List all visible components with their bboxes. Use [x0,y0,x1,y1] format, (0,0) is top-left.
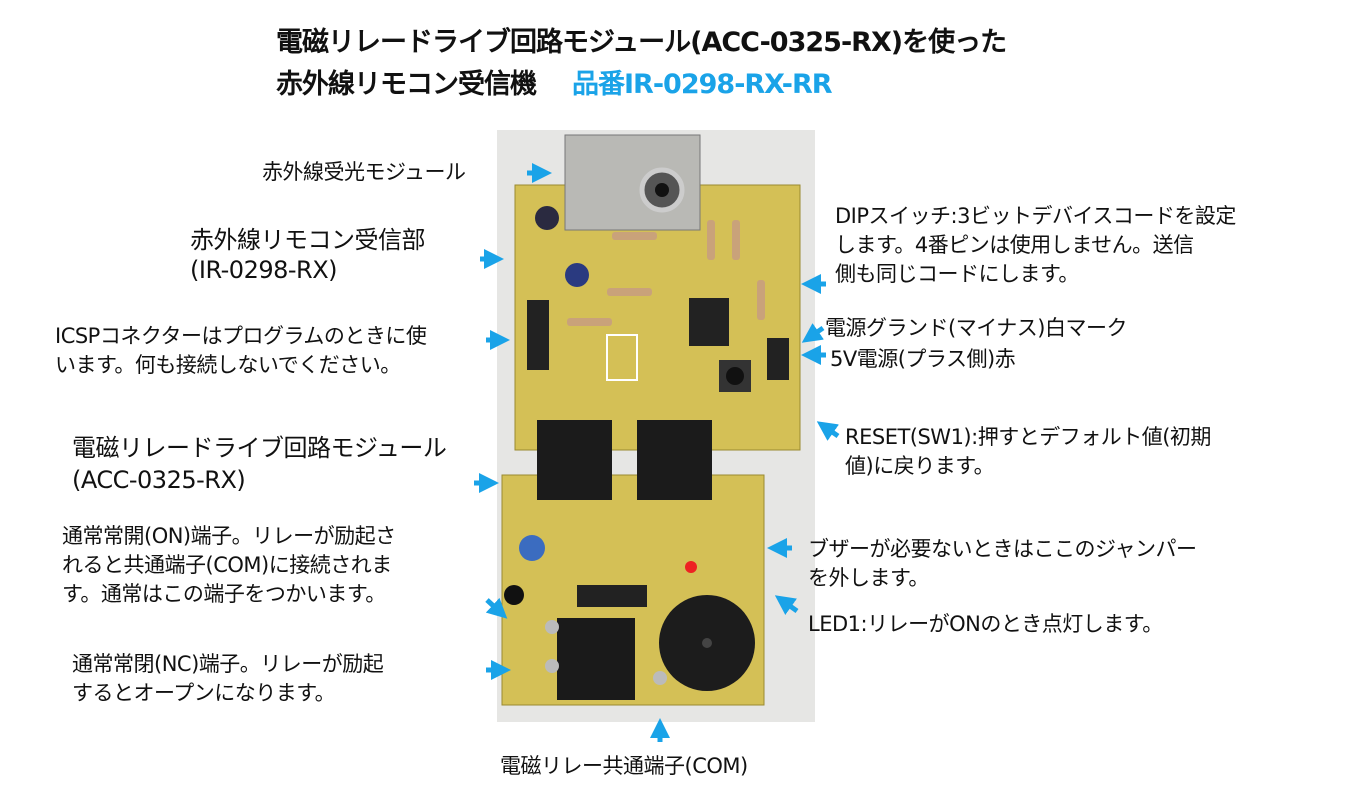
label-nc-line1: 通常常閉(NC)端子。リレーが励起 [72,652,384,676]
label-buzzer-line1: ブザーが必要ないときはここのジャンパー [808,537,1197,561]
label-relay-module-line2: (ACC-0325-RX) [72,466,246,494]
label-ir-receiver: 赤外線リモコン受信部(IR-0298-RX) [190,225,426,285]
label-relay-module: 電磁リレードライブ回路モジュール (ACC-0325-RX) [72,432,447,496]
label-nc-line2: するとオープンになります。 [72,681,336,705]
arrow-no-icon [485,597,508,619]
page-title-line1: 電磁リレードライブ回路モジュール(ACC-0325-RX)を使った [276,27,1007,58]
label-nc-terminal: 通常常閉(NC)端子。リレーが励起するとオープンになります。 [72,650,384,708]
label-no-line3: す。通常はこの端子をつかいます。 [62,582,386,606]
label-dip-line3: 側も同じコードにします。 [835,262,1079,286]
pcb-photo [497,130,815,722]
label-buzzer: ブザーが必要ないときはここのジャンパーを外します。 [808,535,1197,593]
page-title-line2: 赤外線リモコン受信機 品番IR-0298-RX-RR [276,68,833,102]
label-icsp-line1: ICSPコネクターはプログラムのときに使 [55,324,427,348]
label-icsp-line2: います。何も接続しないでください。 [55,353,401,377]
arrow-gnd-icon [801,323,825,343]
label-dip-line1: DIPスイッチ:3ビットデバイスコードを設定 [835,204,1236,228]
label-led: LED1:リレーがONのとき点灯します。 [808,612,1163,636]
label-com: 電磁リレー共通端子(COM) [500,754,748,778]
label-dip-line2: します。4番ピンは使用しません。送信 [835,233,1194,257]
label-no-terminal: 通常常開(ON)端子。リレーが励起されると共通端子(COM)に接続されます。通常… [62,522,396,609]
label-5v: 5V電源(プラス側)赤 [830,347,1016,371]
label-ir-receiver-line1: 赤外線リモコン受信部 [190,226,426,254]
label-reset-line1: RESET(SW1):押すとデフォルト値(初期 [845,425,1211,449]
arrow-reset-icon [816,421,840,441]
label-gnd: 電源グランド(マイナス)白マーク [825,316,1127,340]
label-no-line2: れると共通端子(COM)に接続されま [62,553,392,577]
label-dip-switch: DIPスイッチ:3ビットデバイスコードを設定します。4番ピンは使用しません。送信… [835,202,1236,289]
label-ir-module: 赤外線受光モジュール [262,160,466,184]
arrow-led-icon [774,595,799,615]
label-reset-line2: 値)に戻ります。 [845,454,995,478]
title-product: 赤外線リモコン受信機 [276,69,537,100]
label-buzzer-line2: を外します。 [808,566,929,590]
part-number: 品番IR-0298-RX-RR [572,69,833,100]
label-icsp: ICSPコネクターはプログラムのときに使います。何も接続しないでください。 [55,322,427,380]
label-relay-module-line1: 電磁リレードライブ回路モジュール [72,434,447,462]
label-no-line1: 通常常開(ON)端子。リレーが励起さ [62,524,396,548]
label-ir-receiver-line2: (IR-0298-RX) [190,256,338,284]
label-reset: RESET(SW1):押すとデフォルト値(初期値)に戻ります。 [845,423,1211,481]
